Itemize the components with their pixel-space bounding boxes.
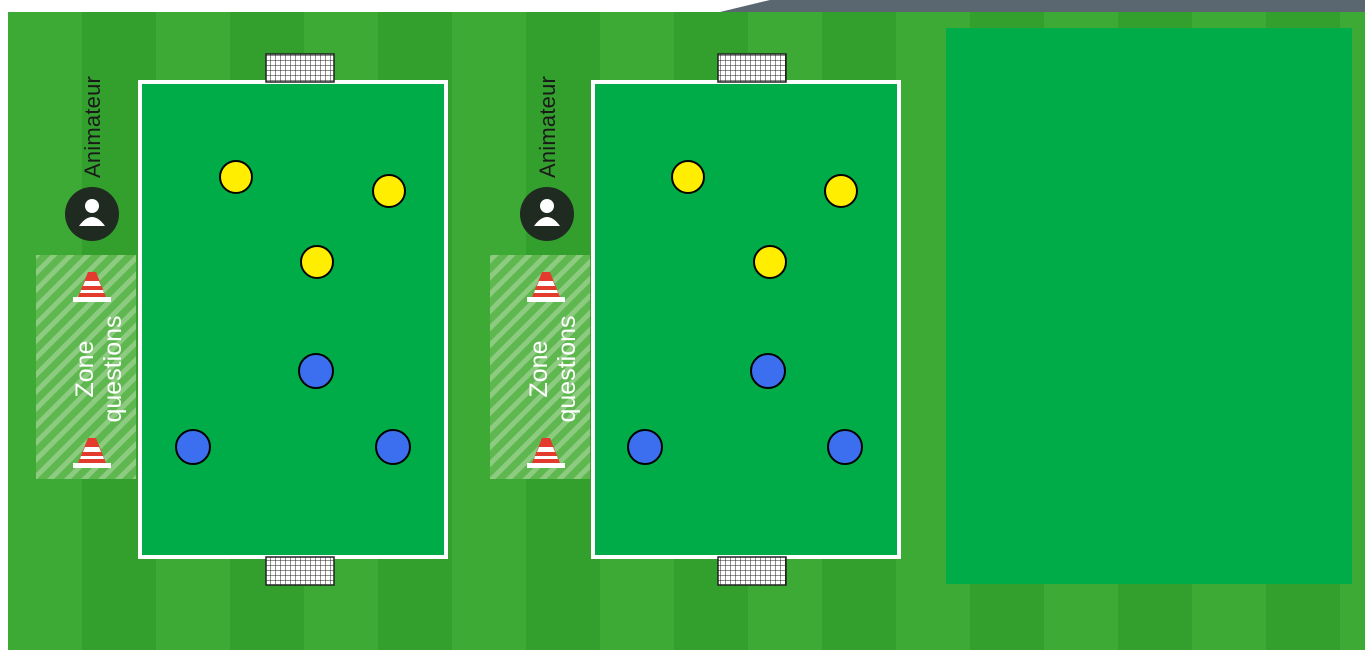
question-zone-label-line1: Zone [525, 304, 553, 434]
goal-net-icon [266, 557, 334, 585]
question-zone-label: Zone questions [525, 304, 585, 434]
question-zone-label-line2: questions [553, 304, 581, 434]
pitch [593, 82, 899, 557]
person-icon [65, 187, 119, 241]
pitch [140, 82, 446, 557]
question-zone-label-line2: questions [99, 304, 127, 434]
question-zone-label-line1: Zone [71, 304, 99, 434]
top-band [720, 0, 1365, 12]
person-icon [520, 187, 574, 241]
goal-net-icon [718, 557, 786, 585]
player-token-yellow [672, 161, 704, 193]
player-token-yellow [825, 175, 857, 207]
player-token-blue [828, 430, 862, 464]
question-zone-label: Zone questions [71, 304, 131, 434]
goal-net-icon [266, 54, 334, 82]
player-token-yellow [220, 161, 252, 193]
player-token-yellow [301, 246, 333, 278]
player-token-blue [299, 354, 333, 388]
player-token-blue [751, 354, 785, 388]
player-token-yellow [373, 175, 405, 207]
goal-net-icon [718, 54, 786, 82]
animateur-label: Animateur [535, 76, 561, 178]
player-token-blue [176, 430, 210, 464]
player-token-blue [376, 430, 410, 464]
player-token-blue [628, 430, 662, 464]
empty-pitch-area [946, 28, 1352, 584]
animateur-label: Animateur [80, 76, 106, 178]
player-token-yellow [754, 246, 786, 278]
